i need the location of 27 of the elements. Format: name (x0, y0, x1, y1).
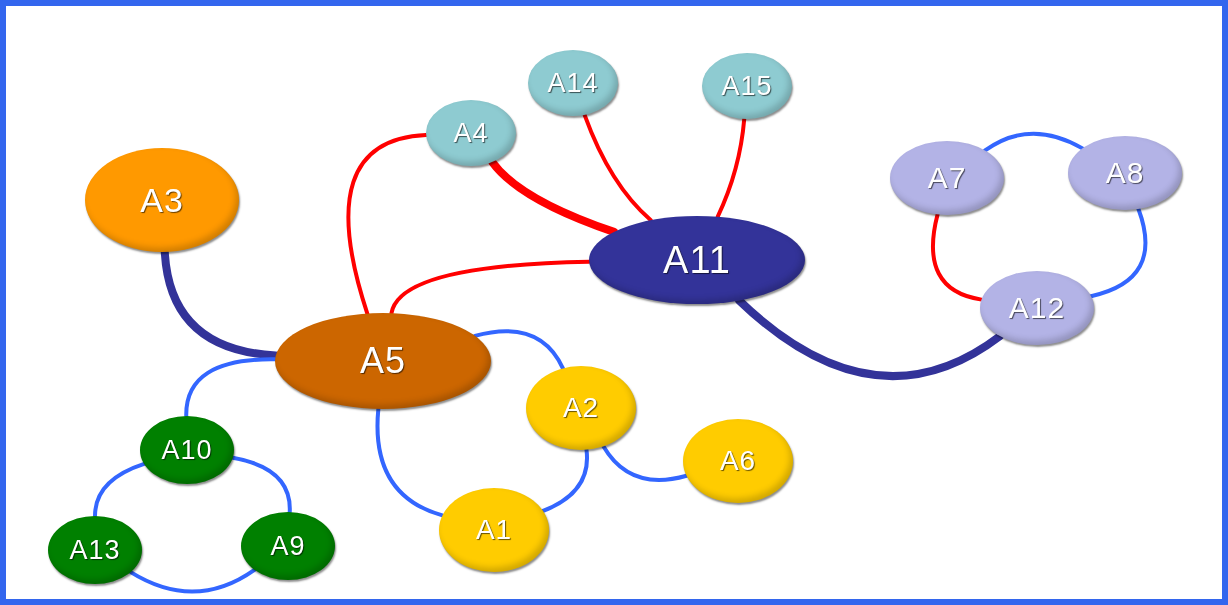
connector-line (983, 131, 1085, 153)
node-label: A12 (1008, 291, 1066, 325)
node-label: A6 (719, 445, 757, 477)
node-label: A8 (1105, 156, 1145, 190)
connector-line (541, 447, 589, 513)
connector-line (375, 406, 445, 518)
connector-line (472, 329, 565, 371)
node-label: A3 (140, 180, 184, 220)
node-label: A1 (475, 514, 513, 546)
connector-line (128, 567, 257, 594)
connector-line (93, 461, 147, 518)
node-label: A13 (69, 534, 121, 566)
node-label: A10 (161, 434, 213, 466)
node-label: A2 (562, 392, 600, 424)
node-label: A4 (453, 117, 489, 149)
connector-line (488, 158, 618, 236)
connector-line (601, 444, 689, 482)
node-label: A5 (359, 340, 406, 382)
node-label: A9 (270, 530, 306, 562)
connector-line (930, 212, 984, 302)
node-label: A7 (927, 161, 967, 195)
ellipse-node (890, 141, 1004, 215)
node-label: A15 (721, 70, 773, 102)
connector-line (715, 116, 747, 219)
node-label: A11 (663, 238, 731, 282)
node-label: A14 (547, 67, 599, 99)
ellipse-node (241, 512, 335, 580)
